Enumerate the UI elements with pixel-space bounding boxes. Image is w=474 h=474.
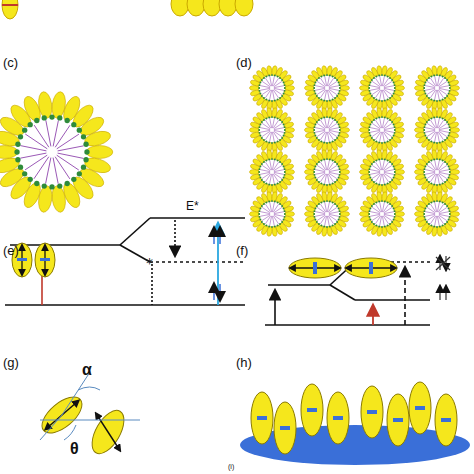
micelle-array bbox=[250, 149, 295, 194]
angle-label: θ bbox=[70, 441, 79, 457]
micelle-array bbox=[415, 149, 460, 194]
dye-molecule bbox=[274, 402, 296, 454]
dye-molecule bbox=[251, 392, 273, 444]
micelle-array bbox=[360, 107, 405, 152]
dye-molecule bbox=[409, 382, 431, 434]
micelle-array bbox=[305, 107, 350, 152]
micelle-array bbox=[360, 65, 405, 110]
dye-molecule bbox=[387, 394, 409, 446]
dipole-mark bbox=[280, 426, 290, 430]
micelle-array bbox=[305, 65, 350, 110]
micelle-array bbox=[305, 149, 350, 194]
dye-molecule bbox=[361, 386, 383, 438]
dipole-mark bbox=[415, 406, 425, 410]
dye-molecule bbox=[327, 392, 349, 444]
dye-molecule bbox=[301, 384, 323, 436]
micelle-array bbox=[415, 191, 460, 236]
micelle-array bbox=[250, 65, 295, 110]
micelle-array bbox=[250, 107, 295, 152]
dipole-mark bbox=[257, 416, 267, 420]
dipole-mark bbox=[441, 418, 451, 422]
micelle-array bbox=[250, 191, 295, 236]
micelle-array bbox=[415, 107, 460, 152]
panel-label: (e) bbox=[3, 244, 19, 257]
micelle-array bbox=[360, 149, 405, 194]
dye-molecule bbox=[435, 394, 457, 446]
dipole-mark bbox=[307, 408, 317, 412]
dipole-mark bbox=[393, 418, 403, 422]
micelle-array bbox=[305, 191, 350, 236]
panel-label: (d) bbox=[236, 56, 252, 69]
dipole-mark bbox=[333, 416, 343, 420]
panel-label: (f) bbox=[236, 244, 248, 257]
panel-label: (i) bbox=[228, 463, 234, 470]
micelle bbox=[0, 91, 113, 213]
panel-label: (g) bbox=[3, 356, 19, 369]
dipole-mark bbox=[367, 410, 377, 414]
svg-text:*: * bbox=[146, 255, 153, 271]
angle-label: α bbox=[82, 362, 92, 378]
micelle-array bbox=[360, 191, 405, 236]
panel-label: (c) bbox=[3, 56, 18, 69]
panel-label: (h) bbox=[236, 356, 252, 369]
energy-label: E* bbox=[186, 200, 199, 212]
micelle-array bbox=[415, 65, 460, 110]
